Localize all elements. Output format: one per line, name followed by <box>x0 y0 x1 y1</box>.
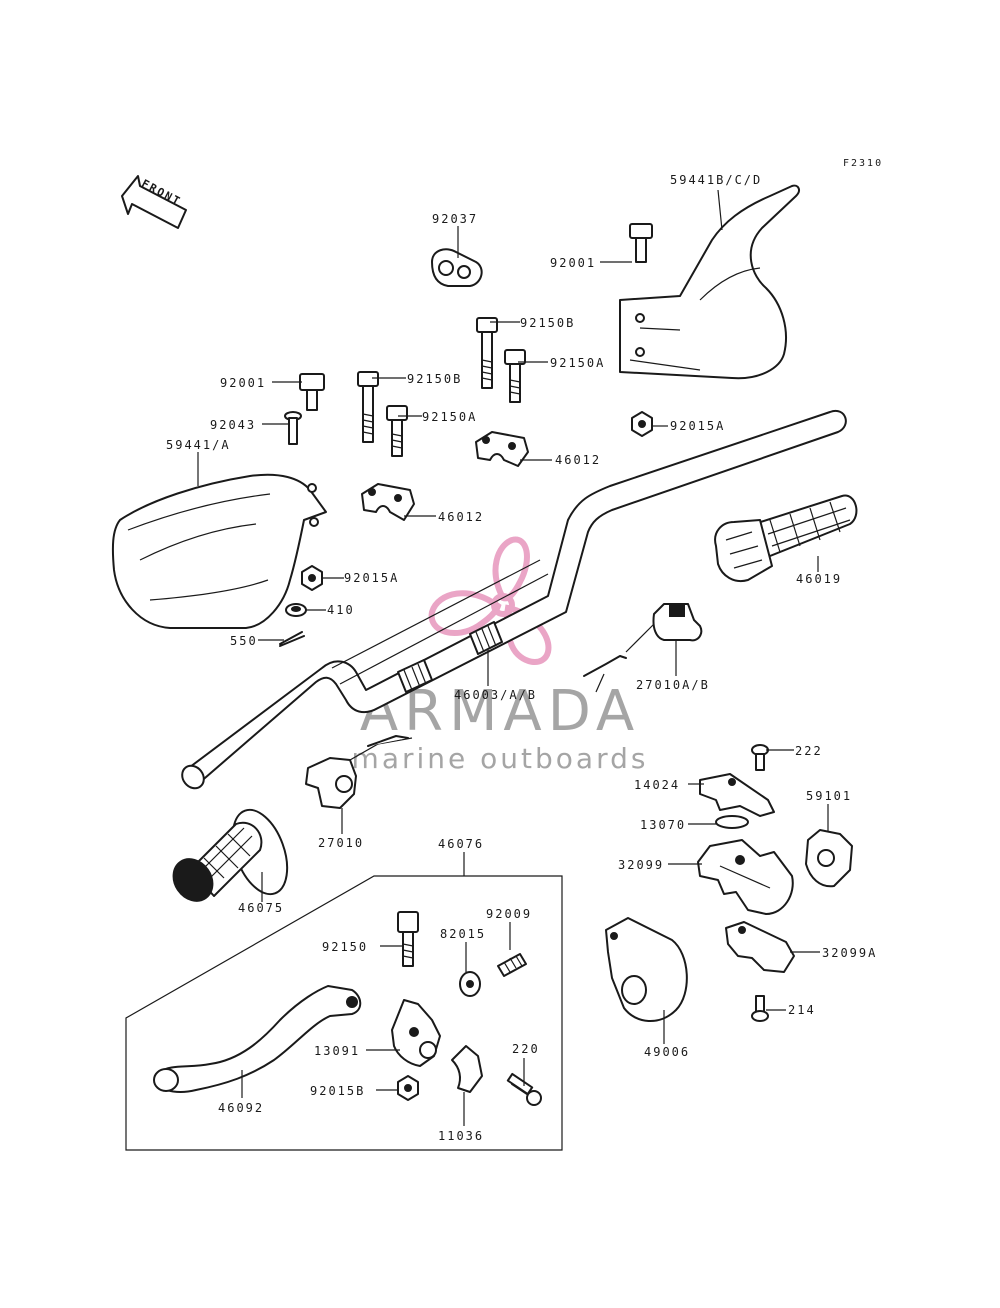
bolt-92150b-lower <box>357 371 379 443</box>
label-92015a-right: 92015A <box>670 419 725 433</box>
screw-214 <box>751 995 769 1022</box>
clamp-11036 <box>451 1045 483 1093</box>
label-59101: 59101 <box>806 789 852 803</box>
part-59101 <box>805 829 853 888</box>
leader-lines <box>197 189 829 1126</box>
handlebar <box>181 409 847 790</box>
label-92037: 92037 <box>432 212 478 226</box>
clamp-holder-46012-lower <box>361 483 415 521</box>
nut-82015 <box>459 971 481 997</box>
lever-assembly-box <box>125 875 563 1151</box>
reference-code: F2310 <box>843 158 883 169</box>
guard-49006 <box>605 917 688 1023</box>
knurled-clamp-area <box>397 621 503 693</box>
pin-92043 <box>284 411 302 445</box>
label-92150b-upper: 92150B <box>520 316 575 330</box>
watermark-tagline: marine outboards <box>352 742 649 775</box>
nut-92015b <box>397 1075 419 1101</box>
screw-220 <box>506 1072 542 1106</box>
label-550: 550 <box>230 634 258 648</box>
label-214: 214 <box>788 1003 816 1017</box>
label-46012-lower: 46012 <box>438 510 484 524</box>
label-32099a: 32099A <box>822 946 877 960</box>
nut-92015a-left <box>301 565 323 591</box>
label-92150: 92150 <box>322 940 368 954</box>
label-92001-left: 92001 <box>220 376 266 390</box>
housing-32099 <box>697 839 794 915</box>
label-92015a-left: 92015A <box>344 571 399 585</box>
clamp-holder-46012-upper <box>475 431 529 467</box>
label-46003ab: 46003/A/B <box>454 688 537 702</box>
label-13091: 13091 <box>314 1044 360 1058</box>
lever-46092 <box>153 985 362 1093</box>
label-59441a: 59441/A <box>166 438 231 452</box>
label-27010: 27010 <box>318 836 364 850</box>
label-92150b-lower: 92150B <box>407 372 462 386</box>
label-14024: 14024 <box>634 778 680 792</box>
bolt-92150a-lower <box>386 405 408 457</box>
label-220: 220 <box>512 1042 540 1056</box>
bolt-92150 <box>397 911 419 967</box>
label-13070: 13070 <box>640 818 686 832</box>
label-410: 410 <box>327 603 355 617</box>
label-46019: 46019 <box>796 572 842 586</box>
label-46092: 46092 <box>218 1101 264 1115</box>
front-arrow-icon: FRONT <box>121 175 187 229</box>
left-grip <box>172 808 289 902</box>
part-labels: 59441B/C/D 92037 92001 92150B 92150A 921… <box>166 173 877 1143</box>
cotter-pin-550 <box>279 631 305 647</box>
label-46076: 46076 <box>438 837 484 851</box>
bolt-92001-right <box>629 223 653 263</box>
label-92015b: 92015B <box>310 1084 365 1098</box>
label-92009: 92009 <box>486 907 532 921</box>
bolt-92150b-upper <box>476 317 498 389</box>
nut-92015a-right <box>631 411 653 437</box>
cover-14024 <box>699 773 775 817</box>
switch-27010 <box>305 735 413 809</box>
adjuster-92009 <box>497 953 527 977</box>
left-hand-guard <box>111 473 327 629</box>
label-92150a-upper: 92150A <box>550 356 605 370</box>
bolt-92001-left <box>299 373 325 411</box>
label-92001-right: 92001 <box>550 256 596 270</box>
label-92043: 92043 <box>210 418 256 432</box>
label-59441bcd: 59441B/C/D <box>670 173 762 187</box>
right-hand-guard <box>619 184 800 380</box>
bolt-92150a-upper <box>504 349 526 403</box>
label-82015: 82015 <box>440 927 486 941</box>
label-222: 222 <box>795 744 823 758</box>
right-grip <box>714 494 858 582</box>
washer-410 <box>285 603 307 617</box>
lever-holder-13091 <box>391 999 441 1067</box>
ring-13070 <box>715 815 749 829</box>
label-49006: 49006 <box>644 1045 690 1059</box>
label-27010ab: 27010A/B <box>636 678 710 692</box>
housing-32099a <box>725 921 795 973</box>
switch-27010ab <box>583 603 703 693</box>
label-11036: 11036 <box>438 1129 484 1143</box>
label-46075: 46075 <box>238 901 284 915</box>
label-92150a-lower: 92150A <box>422 410 477 424</box>
label-46012-upper: 46012 <box>555 453 601 467</box>
screw-222 <box>751 744 769 771</box>
clamp-92037 <box>431 248 483 287</box>
label-32099: 32099 <box>618 858 664 872</box>
